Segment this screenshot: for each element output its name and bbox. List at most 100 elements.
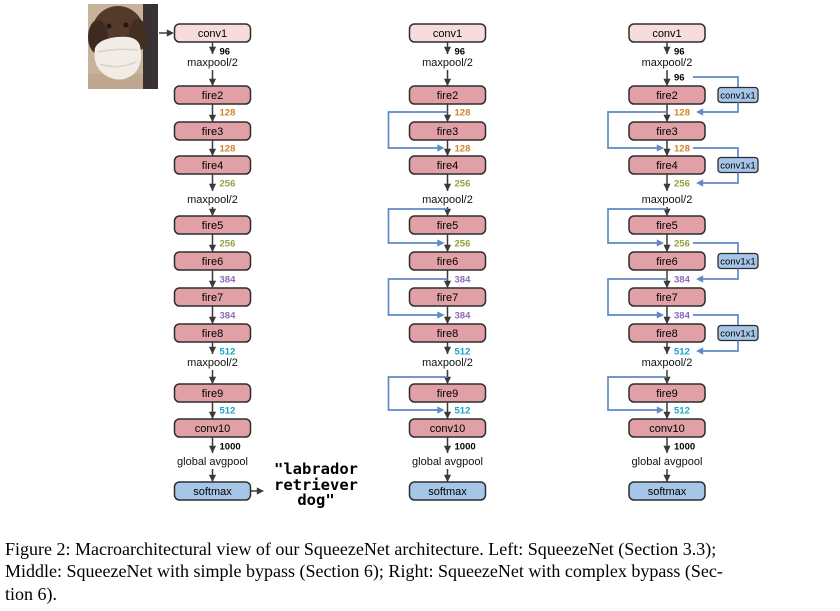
node-label-softmax: softmax bbox=[193, 486, 232, 498]
channels-label: 128 bbox=[455, 144, 471, 155]
node-label-softmax: softmax bbox=[648, 486, 687, 498]
simple-bypass-fire5 bbox=[387, 208, 448, 244]
arrowhead-down bbox=[208, 346, 217, 354]
arrowhead-down bbox=[663, 376, 671, 384]
column-squeezenet-complex-bypass: conv196maxpool/2fire2128fire3128fire4256… bbox=[607, 23, 759, 501]
complex-bypass-out-fire6 bbox=[703, 268, 739, 280]
channels-label: 512 bbox=[674, 406, 690, 417]
arrowhead-down bbox=[663, 346, 671, 354]
node-label-fire8: fire8 bbox=[656, 328, 677, 340]
node-label-fire5: fire5 bbox=[437, 220, 458, 232]
complex-bypass-out-fire2 bbox=[703, 102, 739, 113]
arrowhead-down bbox=[208, 114, 217, 122]
arrowhead-down bbox=[663, 280, 671, 288]
channels-label: 256 bbox=[674, 239, 690, 250]
dog-eye-right bbox=[123, 22, 129, 28]
channels-label: 256 bbox=[455, 239, 471, 250]
channels-label: 1000 bbox=[674, 442, 695, 453]
arrowhead-down bbox=[208, 148, 217, 156]
complex-bypass-out-fire4 bbox=[703, 172, 739, 184]
node-label-fire7: fire7 bbox=[656, 292, 677, 304]
channels-label: 128 bbox=[674, 144, 690, 155]
arrowhead-down bbox=[443, 244, 452, 252]
arrowhead-right bbox=[437, 239, 445, 247]
arrowhead-down bbox=[443, 114, 452, 122]
node-label-fire8: fire8 bbox=[437, 328, 458, 340]
arrowhead-down bbox=[663, 114, 671, 122]
node-label-fire9: fire9 bbox=[202, 388, 223, 400]
input-image-dog bbox=[88, 4, 158, 89]
node-label-fire4: fire4 bbox=[437, 160, 458, 172]
node-label-fire3: fire3 bbox=[202, 126, 223, 138]
node-label-fire9: fire9 bbox=[437, 388, 458, 400]
conv1x1-label: conv1x1 bbox=[720, 257, 755, 268]
node-label-conv1: conv1 bbox=[433, 28, 462, 40]
arrowhead-down bbox=[663, 445, 671, 453]
conv1x1-label: conv1x1 bbox=[720, 91, 755, 102]
channels-label: 256 bbox=[220, 179, 236, 190]
channels-label: 96 bbox=[220, 47, 231, 58]
arrowhead-down bbox=[208, 376, 217, 384]
simple-bypass-fire3 bbox=[387, 111, 448, 149]
prediction-text: "labrador retriever dog" bbox=[274, 460, 358, 509]
channels-label: 384 bbox=[455, 311, 472, 322]
arrowhead-down bbox=[663, 183, 671, 191]
pool-label: maxpool/2 bbox=[422, 194, 473, 206]
channels-label: 256 bbox=[674, 179, 690, 190]
arrowhead-right bbox=[656, 144, 664, 152]
arrowhead-down bbox=[663, 78, 671, 86]
arrowhead-left bbox=[696, 347, 704, 355]
simple-bypass-fire3 bbox=[607, 111, 667, 149]
node-label-fire9: fire9 bbox=[656, 388, 677, 400]
channels-label: 384 bbox=[674, 311, 691, 322]
node-label-fire5: fire5 bbox=[202, 220, 223, 232]
pool-label: maxpool/2 bbox=[642, 57, 693, 69]
simple-bypass-fire7 bbox=[387, 278, 448, 316]
arrowhead-right bbox=[437, 144, 445, 152]
node-label-fire8: fire8 bbox=[202, 328, 223, 340]
arrowhead-down bbox=[208, 316, 217, 324]
simple-bypass-fire9 bbox=[387, 376, 448, 411]
channels-label: 384 bbox=[220, 311, 237, 322]
channels-label: 96 bbox=[674, 47, 685, 58]
node-label-fire2: fire2 bbox=[656, 90, 677, 102]
arrowhead-down bbox=[443, 411, 452, 419]
arrowhead-down bbox=[443, 46, 452, 54]
node-label-fire6: fire6 bbox=[656, 256, 677, 268]
dog-eye-left bbox=[106, 23, 112, 29]
node-label-conv1: conv1 bbox=[652, 28, 681, 40]
arrowhead-down bbox=[208, 78, 217, 86]
simple-bypass-fire9 bbox=[607, 376, 667, 411]
channels-label: 96 bbox=[455, 47, 466, 58]
arrowhead-left bbox=[696, 275, 704, 283]
arrowhead-left bbox=[696, 108, 704, 116]
channels-label: 256 bbox=[220, 239, 236, 250]
arrowhead-down bbox=[443, 78, 452, 86]
channels-label: 384 bbox=[455, 275, 472, 286]
pool-label: global avgpool bbox=[412, 456, 483, 468]
node-label-fire7: fire7 bbox=[202, 292, 223, 304]
node-label-fire2: fire2 bbox=[202, 90, 223, 102]
arrowhead-down bbox=[443, 474, 452, 482]
channels-label: 512 bbox=[674, 347, 690, 358]
dog-mask-fold bbox=[99, 61, 137, 68]
arrowhead-right bbox=[656, 239, 664, 247]
arrowhead-right bbox=[256, 487, 264, 495]
caption-line-3: tion 6). bbox=[5, 583, 57, 604]
node-label-conv1: conv1 bbox=[198, 28, 227, 40]
arrowhead-down bbox=[208, 244, 217, 252]
pool-label: global avgpool bbox=[632, 456, 703, 468]
arrowhead-down bbox=[663, 474, 671, 482]
arrowhead-down bbox=[208, 183, 217, 191]
node-label-fire4: fire4 bbox=[656, 160, 677, 172]
arrowhead-down bbox=[443, 376, 452, 384]
node-label-conv10: conv10 bbox=[430, 423, 465, 435]
complex-bypass-in-fire6 bbox=[693, 242, 739, 254]
architecture-diagram: conv196maxpool/2fire2128fire3128fire4256… bbox=[159, 23, 759, 501]
column-squeezenet: conv196maxpool/2fire2128fire3128fire4256… bbox=[159, 23, 264, 501]
channels-label: 384 bbox=[674, 275, 691, 286]
node-label-conv10: conv10 bbox=[649, 423, 684, 435]
arrowhead-right bbox=[656, 406, 664, 414]
conv1x1-label: conv1x1 bbox=[720, 329, 755, 340]
